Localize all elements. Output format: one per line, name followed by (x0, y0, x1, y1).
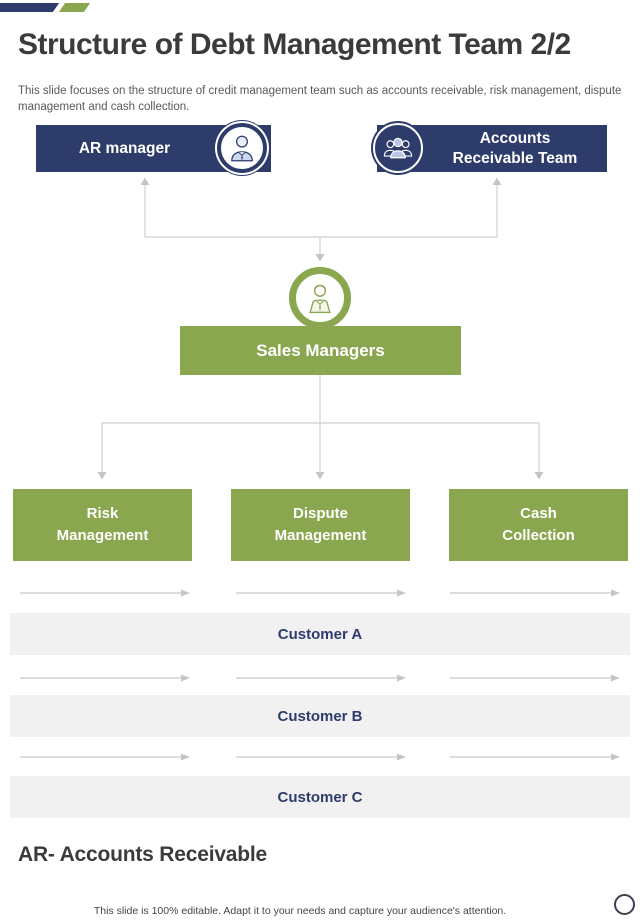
dispute-management-box: Dispute Management (231, 489, 410, 561)
customer-b-bar: Customer B (10, 695, 630, 737)
team-group-icon (373, 123, 423, 173)
slide-subtitle: This slide focuses on the structure of c… (18, 85, 622, 114)
ar-definition-heading: AR- Accounts Receivable (18, 843, 268, 866)
cash-collection-box: Cash Collection (449, 489, 628, 561)
customer-c-bar: Customer C (10, 776, 630, 818)
manager-person-icon (217, 123, 267, 173)
decor-navy-slash (0, 3, 60, 12)
sales-managers-box: Sales Managers (180, 326, 461, 375)
sales-managers-label: Sales Managers (256, 340, 385, 360)
footer-note: This slide is 100% editable. Adapt it to… (93, 905, 507, 917)
page-title: Structure of Debt Management Team 2/2 (18, 28, 571, 61)
corner-circle-decoration (614, 894, 635, 915)
accounts-receivable-team-label: Accounts Receivable Team (452, 130, 578, 167)
customer-a-bar: Customer A (10, 613, 630, 655)
salesperson-icon (289, 267, 351, 329)
ar-manager-label: AR manager (78, 139, 171, 157)
decor-green-slash (58, 3, 91, 12)
risk-management-box: Risk Management (13, 489, 192, 561)
